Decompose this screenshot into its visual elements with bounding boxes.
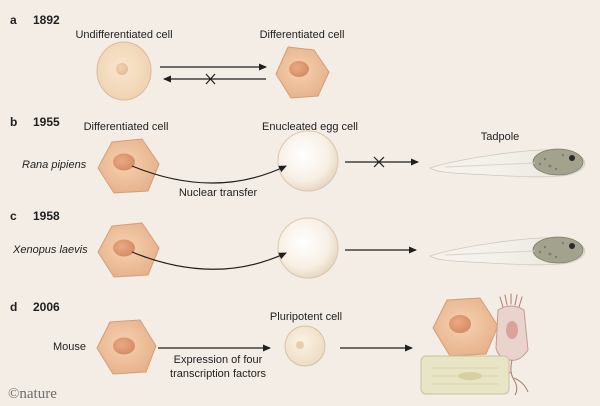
blocked-cross-icon-b [373, 156, 385, 168]
undifferentiated-cell-label: Undifferentiated cell [75, 29, 173, 41]
species-label-b: Rana pipiens [22, 159, 87, 171]
nuclear-transfer-arrow-c [131, 251, 287, 270]
section-year-c: 1958 [33, 209, 60, 223]
differentiated-cell-b [97, 138, 160, 194]
section-letter-b: b [10, 115, 18, 129]
section-year-d: 2006 [33, 300, 60, 314]
section-year-b: 1955 [33, 115, 60, 129]
section-letter-d: d [10, 300, 18, 314]
nuclear-transfer-arrow-b [131, 165, 287, 184]
epithelial-cell-d [432, 297, 499, 357]
differentiated-cell-label-a: Differentiated cell [259, 29, 345, 41]
enucleated-egg-cell-b [277, 130, 339, 192]
pluripotent-cell-d [284, 325, 326, 367]
blocked-cross-icon-a [205, 73, 216, 85]
enucleated-egg-cell-label: Enucleated egg cell [261, 121, 359, 133]
species-label-d: Mouse [53, 341, 87, 353]
differentiated-cell-label-b: Differentiated cell [83, 121, 169, 133]
muscle-cell-d [420, 355, 510, 395]
differentiated-cell-d [96, 319, 157, 375]
transcription-factors-label-line2: transcription factors [170, 368, 266, 380]
tadpole-label: Tadpole [480, 131, 520, 143]
transcription-factors-label-line1: Expression of four [173, 354, 263, 366]
species-label-c: Xenopus laevis [13, 244, 88, 256]
section-letter-c: c [10, 209, 17, 223]
nature-logo: ©nature [8, 386, 57, 402]
tadpole-b [429, 148, 586, 178]
enucleated-egg-cell-c [277, 217, 339, 279]
tadpole-c [429, 236, 586, 266]
nuclear-transfer-label: Nuclear transfer [178, 187, 258, 199]
undifferentiated-cell-a [96, 41, 152, 101]
pluripotent-cell-label: Pluripotent cell [269, 311, 343, 323]
section-year-a: 1892 [33, 13, 60, 27]
section-letter-a: a [10, 13, 17, 27]
differentiated-cell-a [275, 46, 330, 99]
differentiated-cell-c [97, 222, 160, 278]
